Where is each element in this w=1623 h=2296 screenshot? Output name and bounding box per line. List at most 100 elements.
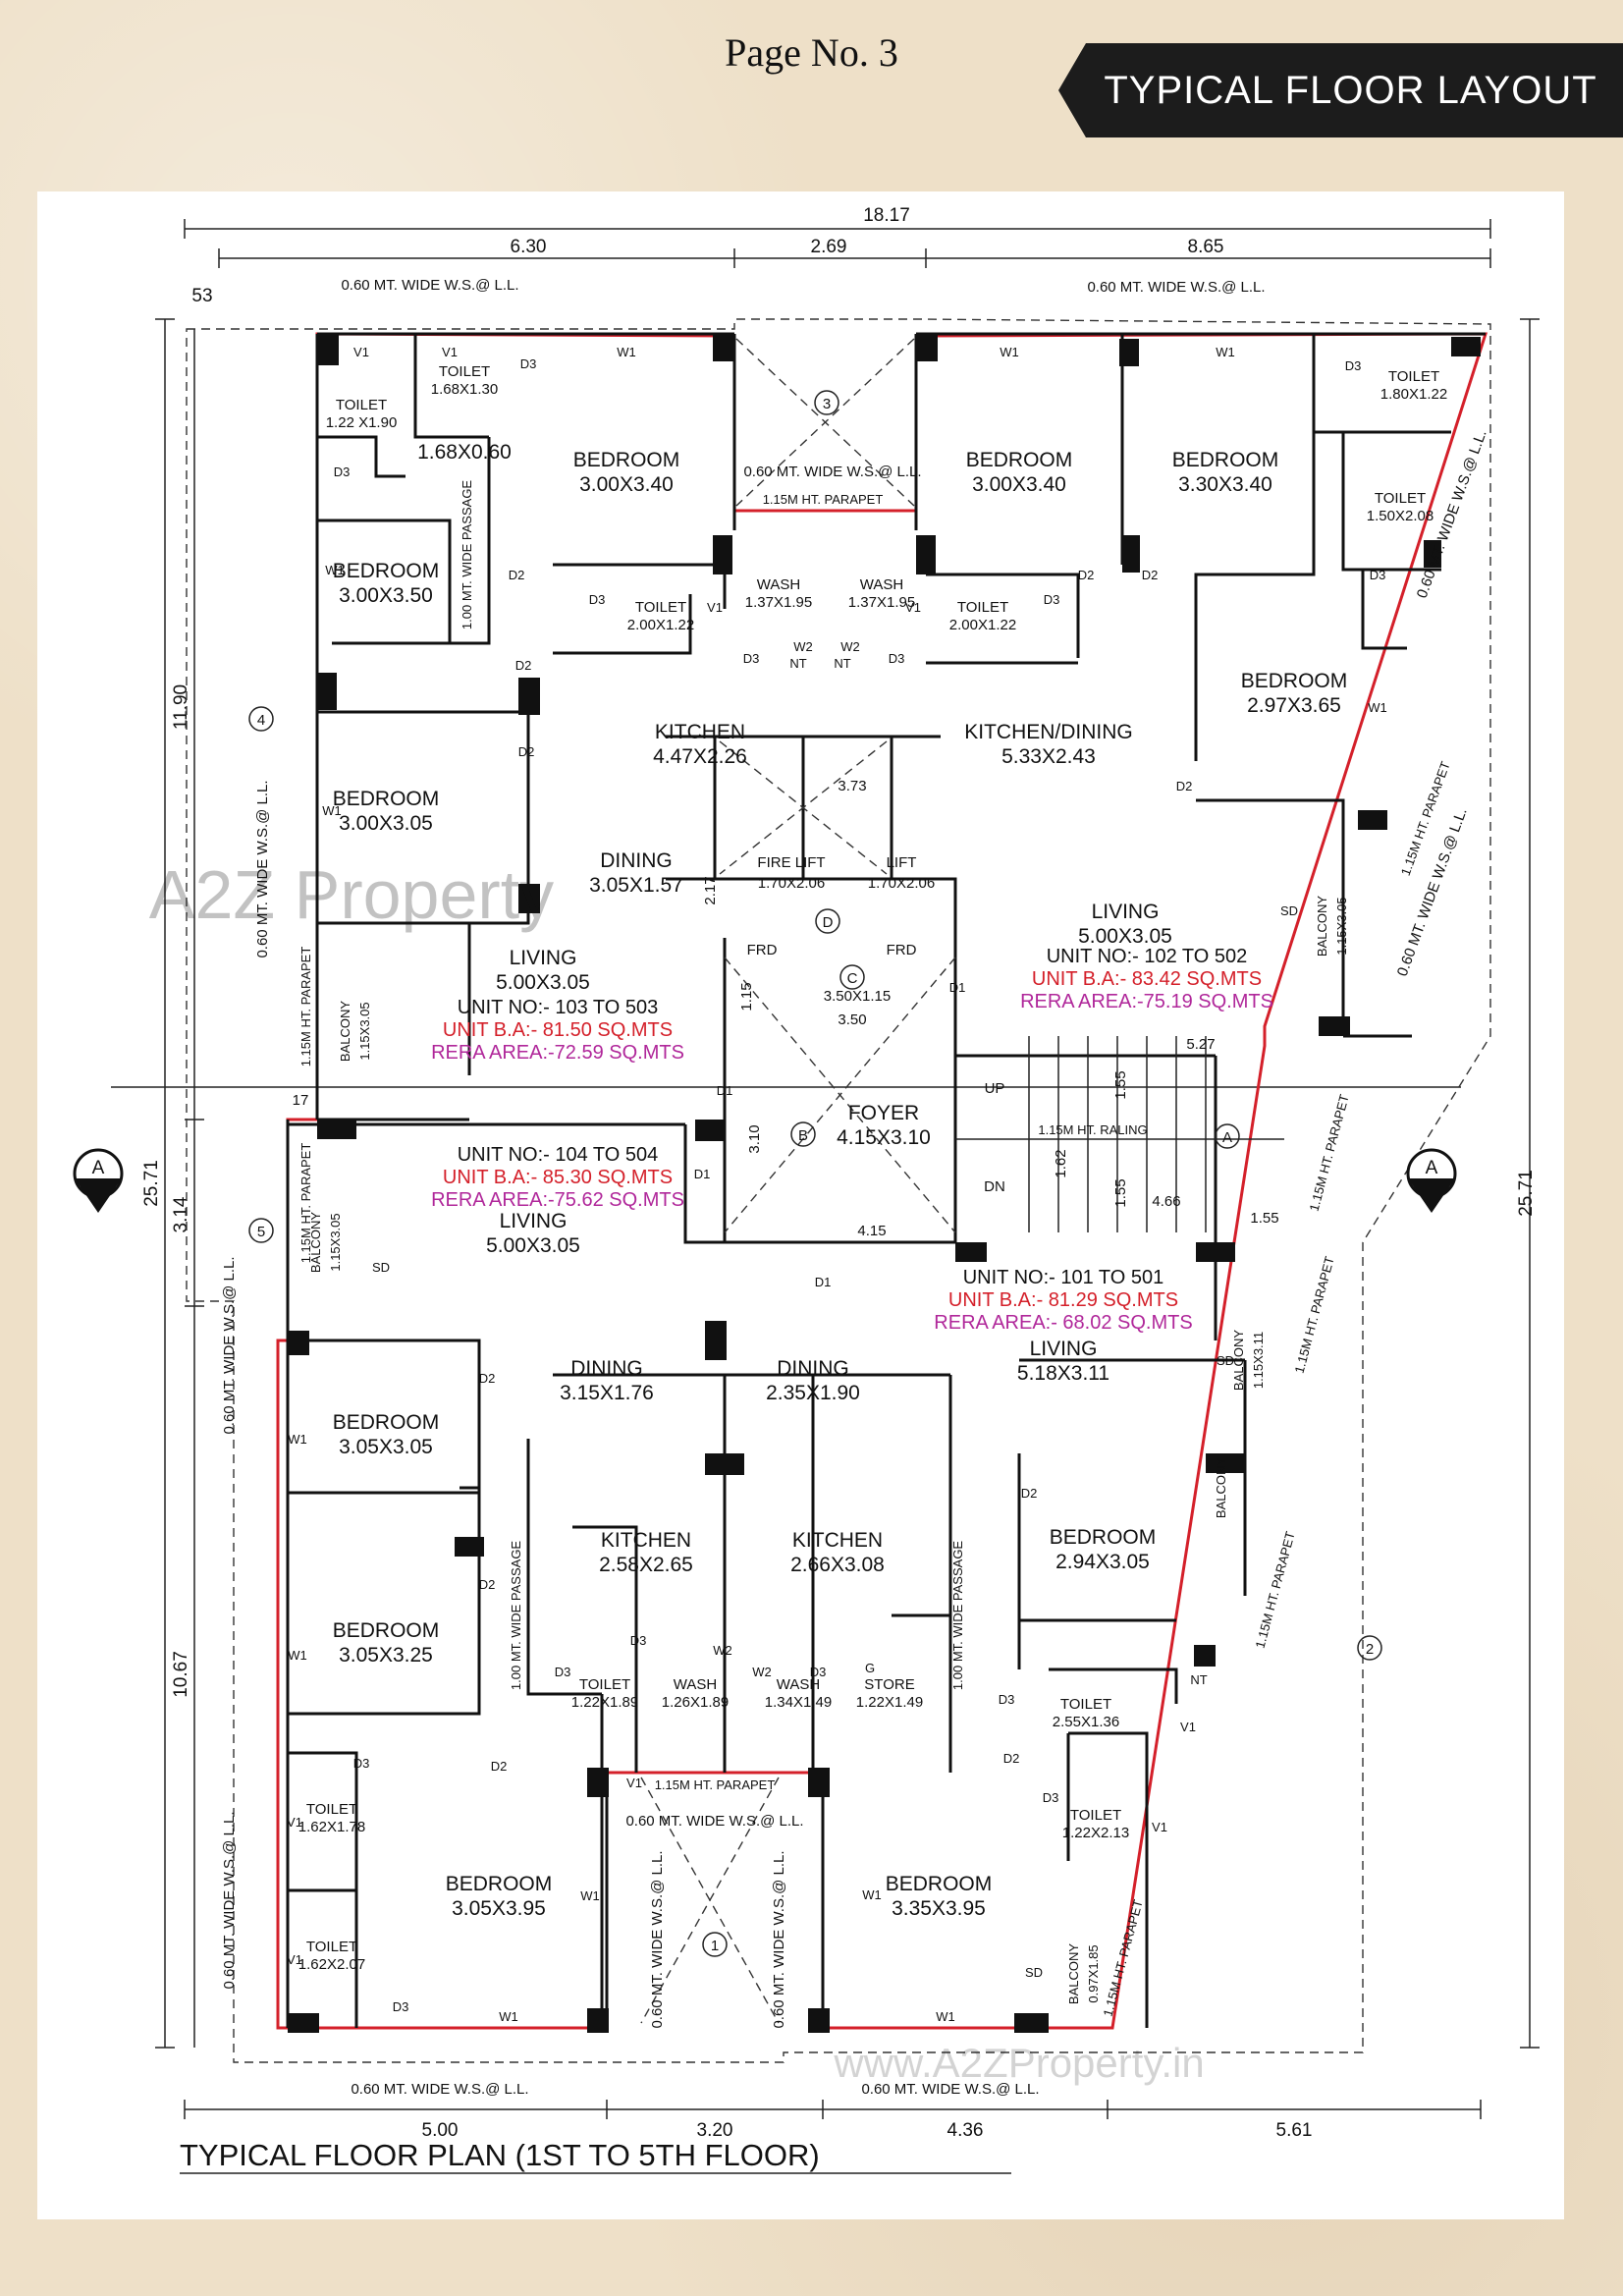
unit-102-rera: RERA AREA:-75.19 SQ.MTS: [1020, 991, 1273, 1012]
section-a-left: A: [92, 1158, 105, 1178]
grid-b-label: B: [798, 1127, 808, 1144]
tag-w1-f: W1: [1368, 700, 1387, 715]
tag-d2-k: D2: [1021, 1486, 1038, 1501]
tag-d3-m: D3: [810, 1665, 827, 1679]
dim-stair-155b: 1.55: [1112, 1178, 1129, 1207]
tag-d3-i: D3: [555, 1665, 571, 1679]
tag-d3-b: D3: [334, 465, 351, 479]
room-tr-toilet-c: TOILET: [957, 599, 1008, 616]
tag-d2-h: D2: [479, 1577, 496, 1592]
room-foyer: FOYER: [848, 1102, 919, 1124]
room-tl-living-size: 5.00X3.05: [496, 971, 590, 994]
tag-w1-d: W1: [1000, 345, 1019, 359]
dim-lobby-115: 1.15: [738, 982, 755, 1011]
room-tl-toilet-a: TOILET: [336, 397, 387, 413]
tag-w1-c: W1: [322, 803, 342, 818]
dim-stair-162: 1.62: [1053, 1149, 1069, 1177]
dim-top-right: 8.65: [1188, 237, 1224, 257]
room-tr-kitchen: KITCHEN/DINING: [964, 721, 1133, 743]
room-tr-wash-size: 1.37X1.95: [848, 594, 915, 611]
dim-left-lower: 10.67: [171, 1651, 191, 1698]
tag-d3-l: D3: [630, 1633, 647, 1648]
room-lift-size: 1.70X2.06: [868, 875, 935, 892]
room-tl-living: LIVING: [510, 947, 577, 969]
room-bl-dining-size: 3.15X1.76: [560, 1382, 654, 1404]
room-labels: TOILET 1.22 X1.90 TOILET 1.68X1.30 1.68X…: [298, 363, 1447, 2004]
dim-lobby-350: 3.50: [838, 1011, 866, 1028]
tag-v1-g: V1: [626, 1776, 642, 1790]
unit-104-no: UNIT NO:- 104 TO 504: [458, 1144, 659, 1166]
railing-label: 1.15M HT. RALING: [1038, 1122, 1147, 1137]
room-bl-wash: WASH: [674, 1676, 717, 1693]
tag-d2-c: D2: [518, 744, 535, 759]
room-tl-kitchen: KITCHEN: [655, 721, 745, 743]
dim-stair-466: 4.66: [1152, 1193, 1180, 1210]
room-tr-toilet-b: TOILET: [1375, 490, 1426, 507]
room-br-balcony-3: BALCONY: [1066, 1943, 1081, 2004]
tag-sd-c: SD: [1217, 1353, 1234, 1368]
dim-foyer-310: 3.10: [746, 1124, 763, 1153]
room-tr-bed1-size: 3.00X3.40: [972, 473, 1066, 496]
room-bl-kitchen-size: 2.58X2.65: [599, 1554, 693, 1576]
ws-shaft-top: 0.60 MT. WIDE W.S.@ L.L.: [743, 464, 921, 480]
dim-stair-527: 5.27: [1186, 1036, 1215, 1053]
room-tl-wash: WASH: [757, 576, 800, 593]
tag-sd-a: SD: [1280, 903, 1298, 918]
unit-103-no: UNIT NO:- 103 TO 503: [458, 997, 659, 1018]
room-br-kitchen-size: 2.66X3.08: [790, 1554, 885, 1576]
tag-d3-c: D3: [589, 592, 606, 607]
room-tl-toilet-c-size: 2.00X1.22: [627, 617, 694, 633]
room-tl-bed3: BEDROOM: [333, 788, 440, 810]
shaft-1-label: 1: [711, 1938, 719, 1954]
room-bl-bed1: BEDROOM: [333, 1411, 440, 1434]
room-tr-bed2: BEDROOM: [1172, 449, 1279, 471]
tag-d3-o: D3: [1043, 1790, 1059, 1805]
dim-bottom-a: 5.00: [422, 2120, 459, 2141]
section-marker-right: A: [1406, 1148, 1457, 1213]
tag-d1-b: D1: [717, 1083, 733, 1098]
tag-w1-k: W1: [862, 1887, 882, 1902]
dim-bottom-b: 3.20: [697, 2120, 733, 2141]
stair-up: UP: [985, 1080, 1005, 1097]
banner-title: TYPICAL FLOOR LAYOUT: [1104, 68, 1597, 112]
dim-stair-155c: 1.55: [1250, 1210, 1278, 1227]
room-bl-living-size: 5.00X3.05: [486, 1234, 580, 1257]
tag-d3-a: D3: [520, 356, 537, 371]
dim-stair-155a: 1.55: [1112, 1070, 1129, 1099]
watermark-url: www.A2ZProperty.in: [833, 2040, 1204, 2086]
room-tl-bed1: BEDROOM: [573, 449, 680, 471]
unit-103-ba: UNIT B.A:- 81.50 SQ.MTS: [443, 1019, 673, 1041]
room-tl-dining-size: 3.05X1.57: [589, 874, 683, 897]
dim-foyer-415: 4.15: [857, 1223, 886, 1239]
room-br-store-size: 1.22X1.49: [856, 1694, 923, 1711]
ws-bottom-mid: 0.60 MT. WIDE W.S.@ L.L.: [861, 2081, 1039, 2098]
tag-d2-g: D2: [479, 1371, 496, 1386]
room-tr-toilet-a: TOILET: [1388, 368, 1439, 385]
tag-d3-j: D3: [353, 1756, 370, 1771]
stair-dn: DN: [984, 1178, 1005, 1195]
grid-d-label: D: [823, 914, 834, 931]
plan-sheet: [37, 191, 1564, 2219]
passage-left: 1.00 MT. WIDE PASSAGE: [509, 1541, 523, 1691]
dim-lift-height: 2.17: [702, 876, 719, 904]
ws-top-left: 0.60 MT. WIDE W.S.@ L.L.: [341, 277, 518, 294]
room-bl-toilet-c-size: 1.62X2.07: [298, 1956, 365, 1973]
dim-left-total: 25.71: [141, 1160, 162, 1207]
dim-bottom-d: 5.61: [1276, 2120, 1313, 2141]
room-tl-bed2-size: 3.00X3.50: [339, 584, 433, 607]
unit-101-no: UNIT NO:- 101 TO 501: [963, 1267, 1164, 1288]
room-br-toilet-b: TOILET: [1070, 1807, 1121, 1824]
room-tl-dining: DINING: [600, 849, 673, 872]
tag-v1-a: V1: [353, 345, 369, 359]
section-a-right: A: [1426, 1158, 1438, 1178]
unit-102-no: UNIT NO:- 102 TO 502: [1047, 946, 1248, 967]
shaft-2-label: 2: [1366, 1641, 1374, 1658]
dimension-lines: [111, 219, 1540, 2119]
room-bl-wash-size: 1.26X1.89: [662, 1694, 729, 1711]
unit-101-ba: UNIT B.A:- 81.29 SQ.MTS: [948, 1289, 1178, 1311]
tag-d3-k: D3: [393, 1999, 409, 2014]
room-br-kitchen: KITCHEN: [792, 1529, 883, 1552]
walls: [286, 332, 1486, 2028]
setback-line: [186, 318, 1491, 2063]
room-tl-bed2: BEDROOM: [333, 560, 440, 582]
